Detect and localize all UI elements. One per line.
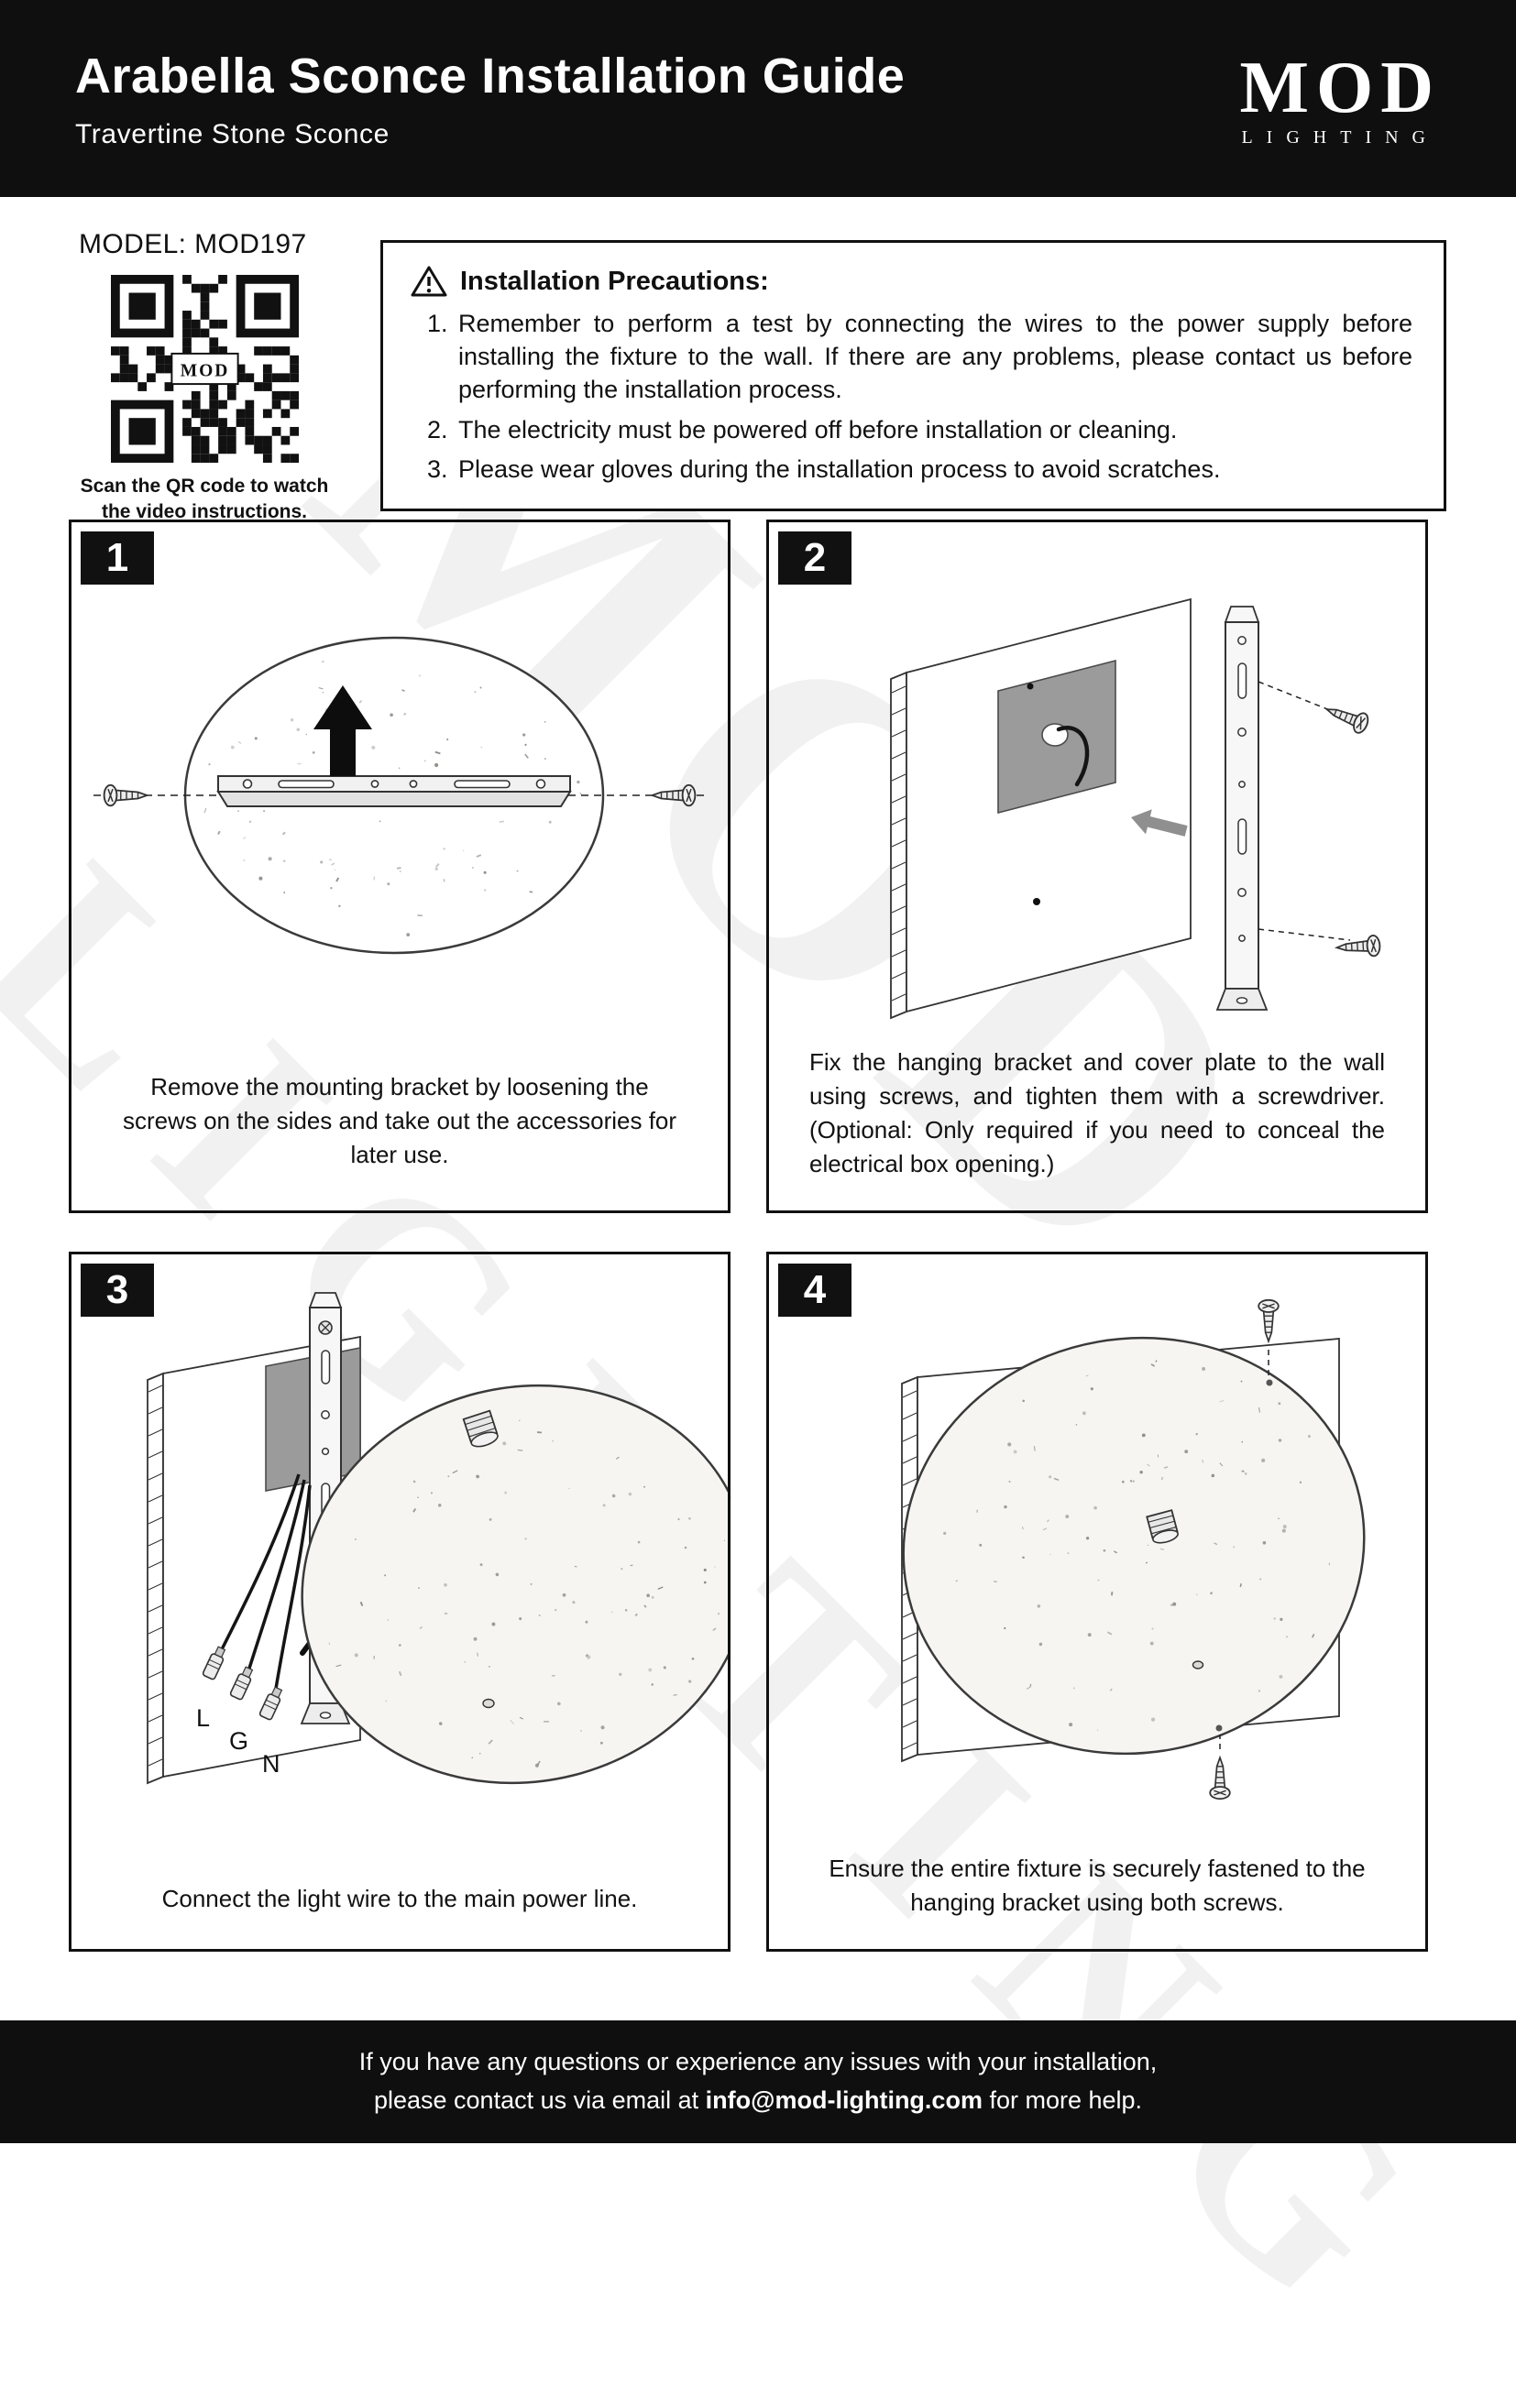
brand-logo-sub: LIGHTING <box>1241 126 1439 148</box>
cover-plate <box>997 659 1116 815</box>
step-caption: Remove the mounting bracket by loosening… <box>122 1073 677 1169</box>
qr-logo-text: MOD <box>180 361 229 380</box>
header-titles: Arabella Sconce Installation Guide Trave… <box>75 48 905 150</box>
qr-finder-top-left <box>110 275 173 338</box>
step3-illustration: L G N <box>147 1292 728 1785</box>
precautions-header: Installation Precautions: <box>411 265 1412 298</box>
screw-icon <box>103 783 148 807</box>
qr-modules <box>110 275 299 463</box>
hanging-bracket <box>1215 606 1269 1011</box>
screw-icon <box>651 783 697 807</box>
step-panel-4: 4 Ensure the entire fixture is securely … <box>766 1252 1428 1952</box>
qr-code: MOD <box>110 275 299 463</box>
fixture-screw-hole <box>1192 1660 1204 1669</box>
stone-speckles <box>943 1360 1331 1731</box>
step-panel-1: 1 Remove the mounting bracket by looseni… <box>69 520 731 1213</box>
wall-anchor-hole <box>1033 898 1040 905</box>
warning-icon <box>411 266 447 297</box>
qr-caption: Scan the QR code to watch the video inst… <box>80 476 329 522</box>
arrow-up-icon <box>313 685 372 776</box>
precaution-item: Remember to perform a test by connecting… <box>455 307 1412 407</box>
page-title: Arabella Sconce Installation Guide <box>75 48 906 104</box>
footer-bar: If you have any questions or experience … <box>0 2020 1516 2143</box>
precaution-item: The electricity must be powered off befo… <box>455 413 1412 446</box>
step-caption: Ensure the entire fixture is securely fa… <box>829 1855 1366 1917</box>
header-bar: Arabella Sconce Installation Guide Trave… <box>0 0 1516 197</box>
wire-label-g: G <box>229 1727 248 1755</box>
supply-wires <box>218 1473 312 1695</box>
qr-finder-top-right <box>236 275 299 338</box>
step-panel-3: 3 L <box>69 1252 731 1952</box>
installation-precautions-box: Installation Precautions: Remember to pe… <box>380 240 1446 511</box>
screw-icon <box>1209 1757 1231 1801</box>
footer-line2: please contact us via email at info@mod-… <box>373 2086 1143 2114</box>
step-panel-2: 2 <box>766 520 1428 1213</box>
step2-illustration <box>890 597 1381 1020</box>
step-number-badge: 3 <box>81 1264 154 1317</box>
screw-icon <box>1322 698 1372 737</box>
mounting-bracket <box>216 775 572 807</box>
step1-illustration <box>93 636 706 955</box>
step-caption: Connect the light wire to the main power… <box>161 1885 638 1913</box>
precautions-title: Installation Precautions: <box>460 266 769 296</box>
screw-icon <box>1335 934 1381 959</box>
arrow-left-icon <box>1131 809 1188 837</box>
footer-line1: If you have any questions or experience … <box>358 2048 1158 2076</box>
step-number-badge: 1 <box>81 531 154 585</box>
stone-speckles <box>328 1419 726 1768</box>
sconce-fixture <box>902 1336 1366 1756</box>
step4-illustration <box>901 1298 1366 1801</box>
wall <box>890 597 1192 1020</box>
sconce-fixture <box>301 1384 728 1785</box>
threaded-post <box>462 1409 499 1448</box>
screw-guide-dashed-line <box>1258 928 1351 941</box>
model-label: MODEL: MOD197 <box>79 229 307 259</box>
model-block: MODEL: MOD197 MOD Scan the QR code to wa… <box>53 229 356 524</box>
brand-logo-main: MOD <box>1239 47 1441 128</box>
rim-screw-point <box>1266 1379 1273 1386</box>
wire-label-l: L <box>196 1704 210 1732</box>
contact-email-link[interactable]: info@mod-lighting.com <box>705 2086 983 2114</box>
brand-logo: MOD LIGHTING <box>1239 51 1441 147</box>
rim-screw-point <box>1215 1724 1223 1732</box>
threaded-post <box>1146 1509 1179 1544</box>
wire-label-n: N <box>262 1750 280 1778</box>
step-caption: Fix the hanging bracket and cover plate … <box>809 1048 1385 1178</box>
step-number-badge: 4 <box>778 1264 851 1317</box>
screw-icon <box>1258 1298 1280 1342</box>
fixture-screw-hole <box>482 1698 495 1709</box>
qr-logo-box <box>170 352 239 386</box>
qr-finder-bottom-left <box>110 400 173 463</box>
page-subtitle: Travertine Stone Sconce <box>75 118 390 149</box>
precaution-item: Please wear gloves during the installati… <box>455 453 1412 486</box>
precautions-list: Remember to perform a test by connecting… <box>411 307 1412 486</box>
step-number-badge: 2 <box>778 531 851 585</box>
wire <box>1056 726 1090 787</box>
